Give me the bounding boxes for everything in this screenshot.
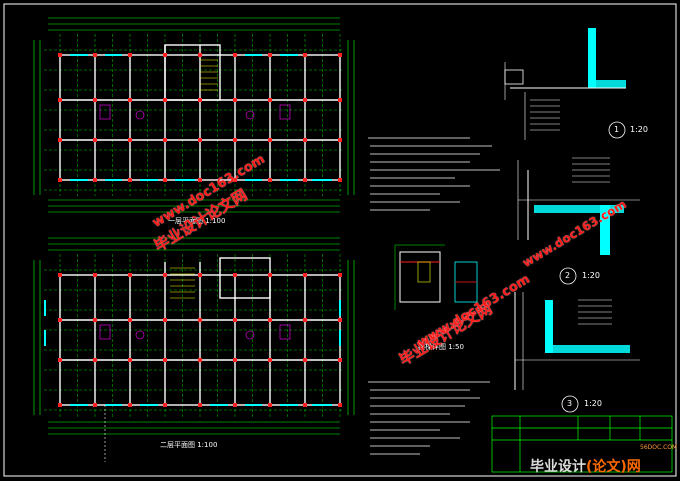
column: [198, 53, 202, 57]
column: [163, 178, 167, 182]
column: [233, 53, 237, 57]
column: [303, 53, 307, 57]
column: [58, 98, 62, 102]
footer-brand-paren: (论文)网: [586, 459, 641, 475]
column: [303, 318, 307, 322]
column: [93, 358, 97, 362]
column: [198, 98, 202, 102]
column: [128, 403, 132, 407]
column: [198, 358, 202, 362]
notes-block-upper: [368, 137, 500, 211]
column: [303, 98, 307, 102]
column: [93, 273, 97, 277]
column: [93, 178, 97, 182]
drawing-frame: [3, 3, 677, 477]
column: [233, 138, 237, 142]
column: [163, 98, 167, 102]
top-floor-plan: [33, 17, 355, 213]
column: [128, 53, 132, 57]
column: [163, 403, 167, 407]
column: [58, 318, 62, 322]
column: [268, 273, 272, 277]
column: [58, 273, 62, 277]
column: [233, 318, 237, 322]
detail-1-marker: [608, 121, 626, 139]
column: [303, 403, 307, 407]
column: [338, 318, 342, 322]
column: [303, 358, 307, 362]
column: [128, 318, 132, 322]
column: [303, 178, 307, 182]
column: [128, 273, 132, 277]
column: [58, 403, 62, 407]
detail-1-scale: 1:20: [630, 125, 648, 134]
column: [58, 138, 62, 142]
column: [233, 98, 237, 102]
column: [233, 358, 237, 362]
stair-detail: [394, 244, 478, 310]
column: [338, 138, 342, 142]
column: [93, 53, 97, 57]
column: [268, 178, 272, 182]
footer-brand-main: 毕业设计: [530, 459, 586, 475]
detail-3: [514, 292, 640, 390]
column: [163, 318, 167, 322]
bottom-floor-plan: [33, 237, 355, 462]
column: [303, 138, 307, 142]
column: [198, 273, 202, 277]
column: [338, 358, 342, 362]
column: [338, 273, 342, 277]
column: [303, 273, 307, 277]
column: [93, 318, 97, 322]
column: [198, 403, 202, 407]
column: [268, 138, 272, 142]
detail-3-marker: [561, 395, 579, 413]
detail-3-number: 3: [567, 399, 573, 408]
column: [163, 358, 167, 362]
column: [128, 358, 132, 362]
title-block: [491, 415, 673, 473]
footer-brand[interactable]: 毕业设计(论文)网: [530, 456, 641, 476]
detail-2-scale: 1:20: [582, 271, 600, 280]
column: [233, 403, 237, 407]
column: [198, 318, 202, 322]
column: [233, 178, 237, 182]
column: [128, 138, 132, 142]
column: [338, 178, 342, 182]
column: [268, 358, 272, 362]
column: [128, 178, 132, 182]
column: [233, 273, 237, 277]
column: [128, 98, 132, 102]
column: [268, 53, 272, 57]
column: [338, 403, 342, 407]
column: [58, 358, 62, 362]
column: [163, 53, 167, 57]
detail-2: [517, 157, 640, 255]
column: [268, 318, 272, 322]
detail-1: [504, 28, 626, 140]
column: [163, 138, 167, 142]
column: [93, 138, 97, 142]
footer-site: 56DOC.COM: [640, 444, 678, 451]
column: [58, 178, 62, 182]
column: [268, 98, 272, 102]
top-plan-title: 一层平面图 1:100: [168, 217, 226, 225]
detail-2-marker: [559, 267, 577, 285]
bottom-plan-title: 二层平面图 1:100: [160, 441, 218, 449]
column: [338, 98, 342, 102]
detail-1-number: 1: [614, 125, 620, 134]
stair-title: 楼梯详图 1:50: [418, 343, 464, 351]
column: [163, 273, 167, 277]
detail-3-scale: 1:20: [584, 399, 602, 408]
detail-2-number: 2: [565, 271, 571, 280]
column: [58, 53, 62, 57]
column: [93, 98, 97, 102]
notes-block-lower: [368, 381, 490, 455]
column: [93, 403, 97, 407]
column: [268, 403, 272, 407]
column: [198, 138, 202, 142]
column: [198, 178, 202, 182]
column: [338, 53, 342, 57]
